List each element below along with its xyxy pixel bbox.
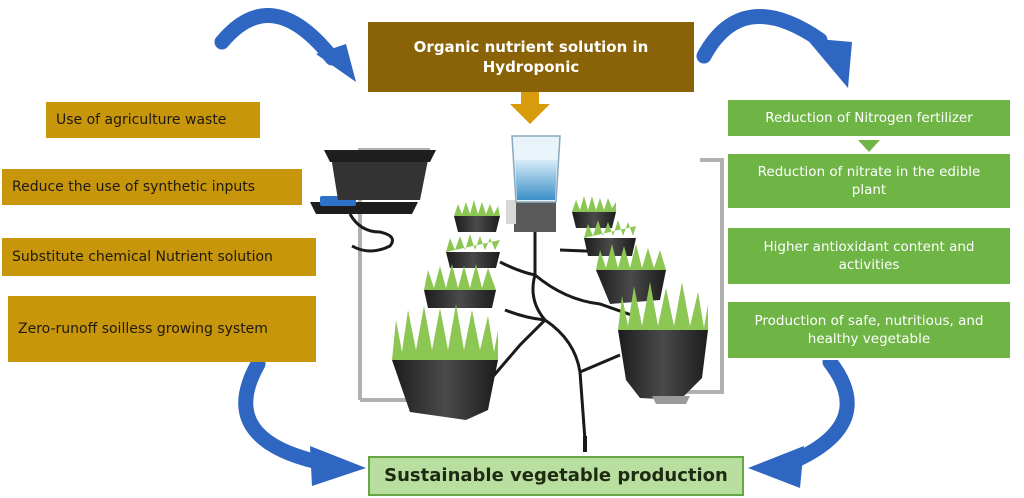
benefit-box-3: Substitute chemical Nutrient solution (2, 238, 316, 276)
benefit-box-4: Zero-runoff soilless growing system (8, 296, 316, 362)
outcome-box-2: Reduction of nitrate in the edible plant (726, 152, 1012, 210)
pot-left-4 (392, 304, 498, 420)
down-arrow-right (858, 140, 880, 152)
benefit-box-2: Reduce the use of synthetic inputs (2, 169, 302, 205)
outcome-text: Reduction of nitrate in the edible plant (757, 163, 981, 198)
arrow-bottom-left (238, 356, 366, 486)
benefit-text: Reduce the use of synthetic inputs (12, 178, 256, 195)
benefit-text: Substitute chemical Nutrient solution (12, 248, 273, 265)
outcome-text: Higher antioxidant content and activitie… (763, 238, 975, 273)
down-arrow-top (510, 92, 550, 124)
top-title-box: Organic nutrient solution in Hydroponic (368, 22, 694, 92)
arrow-top-right (696, 9, 852, 88)
bottom-result-box: Sustainable vegetable production (368, 456, 744, 496)
outcome-box-1: Reduction of Nitrogen fertilizer (726, 98, 1012, 138)
plant-pots (392, 196, 708, 420)
arrow-top-left (214, 8, 356, 82)
top-title-text: Organic nutrient solution in Hydroponic (413, 37, 649, 76)
reservoir-tray (310, 150, 436, 214)
outcome-text: Reduction of Nitrogen fertilizer (765, 109, 973, 126)
benefit-text: Use of agriculture waste (56, 111, 227, 128)
tubing (348, 213, 641, 441)
pot-right-1 (572, 196, 616, 228)
pot-left-2 (446, 234, 500, 268)
outcome-box-3: Higher antioxidant content and activitie… (726, 226, 1012, 286)
pot-left-3 (424, 264, 496, 308)
pot-left-1 (454, 200, 500, 232)
outcome-box-4: Production of safe, nutritious, and heal… (726, 300, 1012, 360)
outcome-text: Production of safe, nutritious, and heal… (754, 312, 984, 347)
bottom-result-text: Sustainable vegetable production (384, 464, 728, 486)
benefit-box-1: Use of agriculture waste (46, 102, 260, 138)
nutrient-bucket (506, 135, 561, 232)
benefit-text: Zero-runoff soilless growing system (18, 320, 268, 337)
arrow-bottom-right (748, 354, 855, 488)
pot-right-4 (618, 282, 708, 404)
